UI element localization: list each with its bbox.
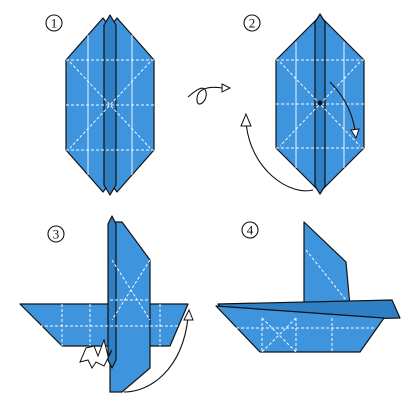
step-2: 2 bbox=[240, 13, 365, 195]
step-1-number: 1 bbox=[51, 16, 58, 31]
turn-over-loop-arrow-icon bbox=[187, 83, 232, 105]
step-4-paper bbox=[215, 221, 401, 353]
step-4: 4 bbox=[215, 221, 401, 353]
step-4-marker: 4 bbox=[241, 221, 259, 239]
step-1: 1 bbox=[45, 14, 155, 196]
step-1-paper bbox=[65, 14, 155, 196]
curved-fold-arrow-icon bbox=[240, 112, 314, 192]
step-3-paper bbox=[19, 215, 189, 393]
step-3-number: 3 bbox=[53, 227, 60, 242]
step-2-marker: 2 bbox=[243, 14, 261, 32]
step-3: 3 bbox=[19, 215, 194, 393]
step-3-marker: 3 bbox=[47, 225, 65, 243]
step-1-marker: 1 bbox=[45, 14, 63, 32]
step-4-number: 4 bbox=[247, 223, 254, 238]
fold-arrow-small-icon bbox=[329, 81, 360, 140]
step-2-number: 2 bbox=[249, 16, 256, 31]
step-2-paper bbox=[275, 13, 365, 195]
push-in-arrow-icon bbox=[79, 338, 113, 369]
curved-fold-arrow-icon bbox=[123, 308, 194, 393]
